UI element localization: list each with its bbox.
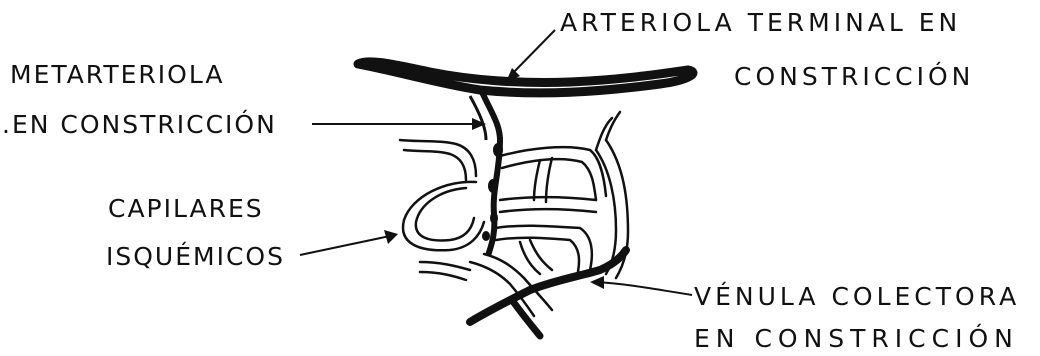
capilares-arrowhead: [384, 230, 398, 244]
arteriola-leader: [510, 30, 555, 76]
label-metarteriola-line1: METARTERIOLA: [10, 62, 224, 87]
venula-arrowhead: [590, 276, 604, 289]
venula-leader: [596, 282, 692, 295]
label-metarteriola-line2: .EN CONSTRICCIÓN: [2, 112, 277, 137]
label-capilares-line2: ISQUÉMICOS: [106, 244, 285, 269]
label-venula-line1: VÉNULA COLECTORA: [694, 284, 1020, 309]
label-arteriola-line2: CONSTRICCIÓN: [734, 64, 974, 89]
label-arteriola-line1: ARTERIOLA TERMINAL EN: [560, 10, 961, 35]
capilares-leader: [300, 236, 390, 255]
label-capilares-line1: CAPILARES: [108, 196, 264, 221]
capillary-network: [400, 112, 628, 316]
label-venula-line2: EN CONSTRICCIÓN: [694, 326, 1019, 351]
